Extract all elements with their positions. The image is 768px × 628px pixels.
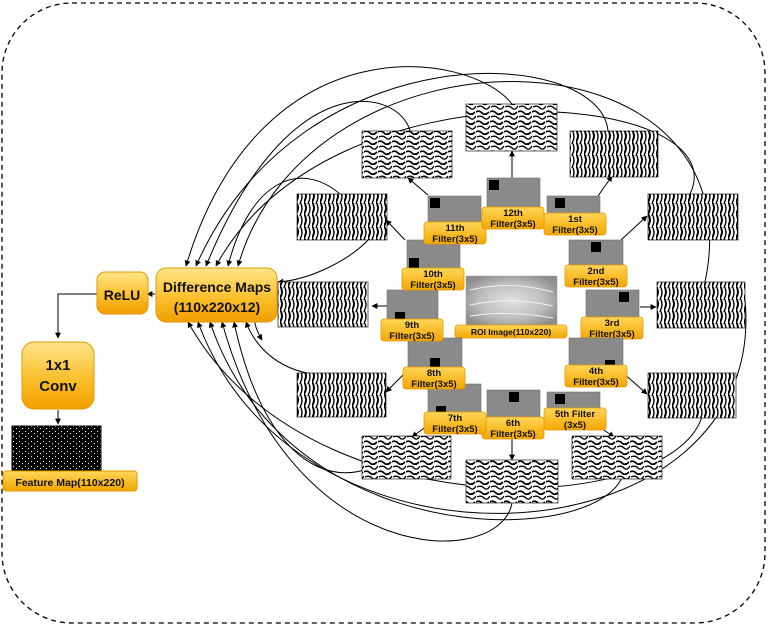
- feature-map-label: Feature Map(110x220): [15, 477, 124, 489]
- texture-map-7: [465, 459, 559, 504]
- filter-size-9: Filter(3x5): [389, 331, 434, 342]
- filter-size-2: Filter(3x5): [573, 277, 618, 288]
- filter-size-7: Filter(3x5): [432, 424, 477, 435]
- relu-node: ReLU: [96, 271, 149, 315]
- filter-size-1: Filter(3x5): [552, 225, 597, 236]
- filter-label-9: 9th: [405, 320, 419, 331]
- filter-size-10: Filter(3x5): [410, 280, 455, 291]
- filter-label-11: 11th: [445, 223, 464, 234]
- difference-maps-size: (110x220x12): [174, 299, 260, 315]
- roi-image: ROI Image(110x220): [454, 275, 568, 339]
- texture-map-8: [361, 435, 452, 480]
- feedback-curves: [184, 66, 747, 542]
- texture-map-6: [571, 435, 663, 480]
- feature-map: Feature Map(110x220): [2, 425, 138, 492]
- conv-node: 1x1 Conv: [21, 341, 95, 410]
- filter-label-1: 1st: [568, 214, 583, 225]
- filter-size-3: Filter(3x5): [589, 329, 634, 340]
- roi-label: ROI Image(110x220): [471, 327, 551, 337]
- filter-size-12: Filter(3x5): [490, 219, 535, 230]
- filter-label-7: 7th: [448, 413, 462, 424]
- conv-line1: 1x1: [45, 357, 70, 374]
- texture-maps: [277, 103, 746, 504]
- filter-5: 5th Filter(3x5): [543, 391, 607, 431]
- texture-map-12: [361, 130, 453, 179]
- texture-map-5: [647, 372, 737, 419]
- texture-map-3: [647, 193, 739, 241]
- filter-size-6: Filter(3x5): [490, 429, 535, 440]
- filter-size-4: Filter(3x5): [573, 377, 618, 388]
- filter-label-12: 12th: [503, 208, 523, 219]
- filter-label-10: 10th: [423, 269, 443, 280]
- filter-label-4: 4th: [589, 366, 603, 377]
- texture-map-2: [569, 130, 659, 178]
- filter-label-6: 6th: [506, 418, 520, 429]
- filter-label-3: 3rd: [605, 318, 620, 329]
- texture-map-10: [277, 281, 369, 328]
- relu-label: ReLU: [104, 287, 141, 303]
- filter-size-5: (3x5): [564, 420, 586, 431]
- filter-blocks: 1stFilter(3x5)2ndFilter(3x5)3rdFilter(3x…: [380, 177, 644, 440]
- filter-label-5: 5th Filter: [555, 409, 595, 420]
- difference-maps-node: Difference Maps (110x220x12): [155, 267, 278, 323]
- feature-map-image: [11, 425, 102, 471]
- texture-map-11: [296, 193, 388, 241]
- texture-map-4: [656, 281, 746, 329]
- conv-line2: Conv: [39, 378, 77, 395]
- filter-size-8: Filter(3x5): [411, 379, 456, 390]
- difference-maps-title: Difference Maps: [163, 279, 271, 295]
- filter-label-8: 8th: [427, 368, 441, 379]
- filter-size-11: Filter(3x5): [432, 234, 477, 245]
- texture-map-9: [296, 372, 387, 418]
- texture-map-1: [465, 103, 558, 152]
- filter-label-2: 2nd: [588, 266, 605, 277]
